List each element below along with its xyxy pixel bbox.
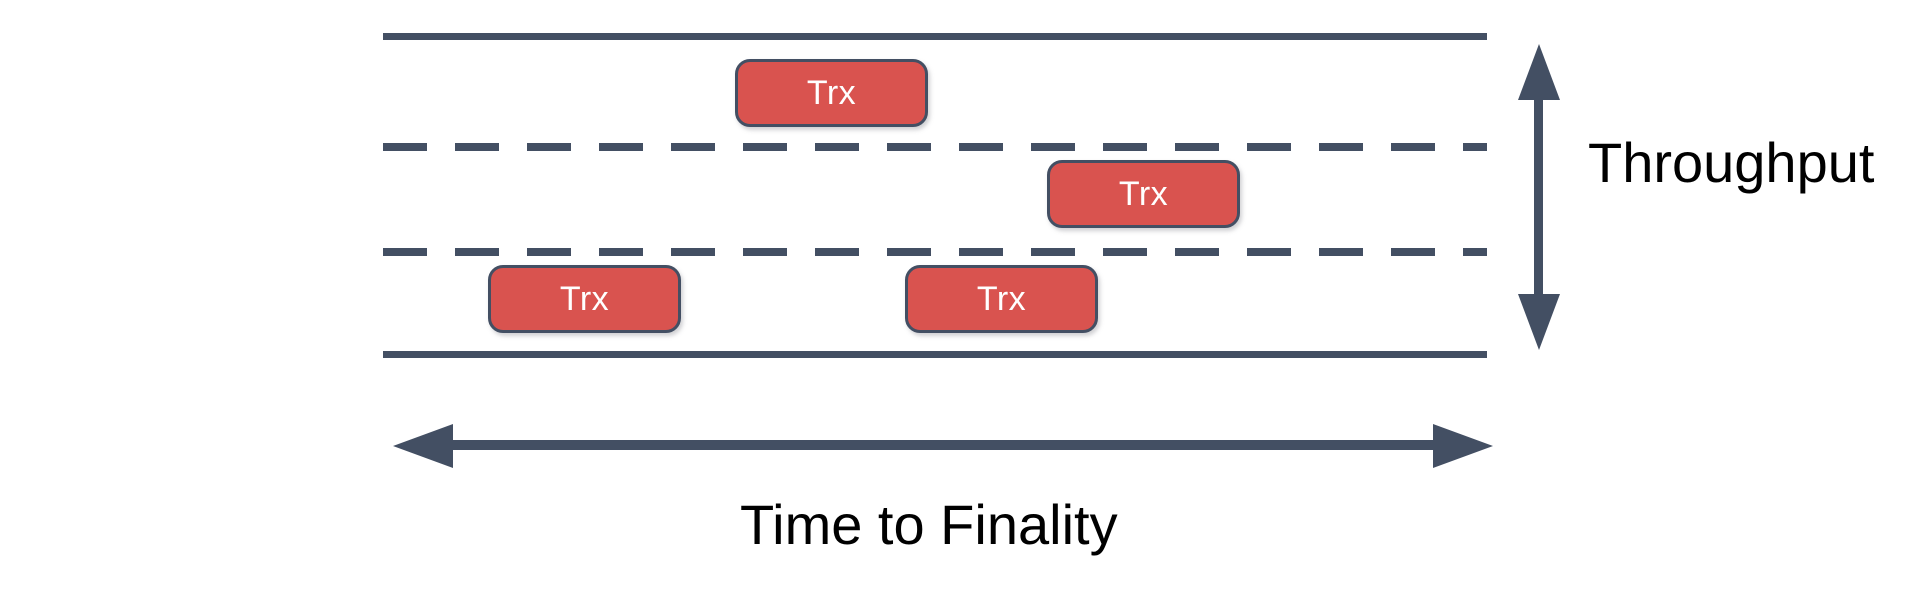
arrow-shaft-vertical (1534, 96, 1543, 298)
transaction-block[interactable]: Trx (488, 265, 681, 333)
transaction-block[interactable]: Trx (1047, 160, 1240, 228)
lane-top-border (383, 33, 1487, 40)
time-to-finality-label: Time to Finality (740, 493, 1118, 556)
arrow-head-down-icon (1518, 294, 1560, 350)
arrow-head-up-icon (1518, 44, 1560, 100)
lane-divider-2 (383, 248, 1487, 256)
transaction-block[interactable]: Trx (905, 265, 1098, 333)
arrow-head-left-icon (393, 424, 453, 468)
lane-bottom-border (383, 351, 1487, 358)
throughput-label: Throughput (1588, 131, 1875, 194)
arrow-shaft-horizontal (451, 440, 1435, 450)
throughput-double-arrow-icon (1518, 44, 1560, 350)
arrow-head-right-icon (1433, 424, 1493, 468)
transaction-block[interactable]: Trx (735, 59, 928, 127)
time-to-finality-double-arrow-icon (393, 424, 1493, 468)
lane-divider-1 (383, 143, 1487, 151)
